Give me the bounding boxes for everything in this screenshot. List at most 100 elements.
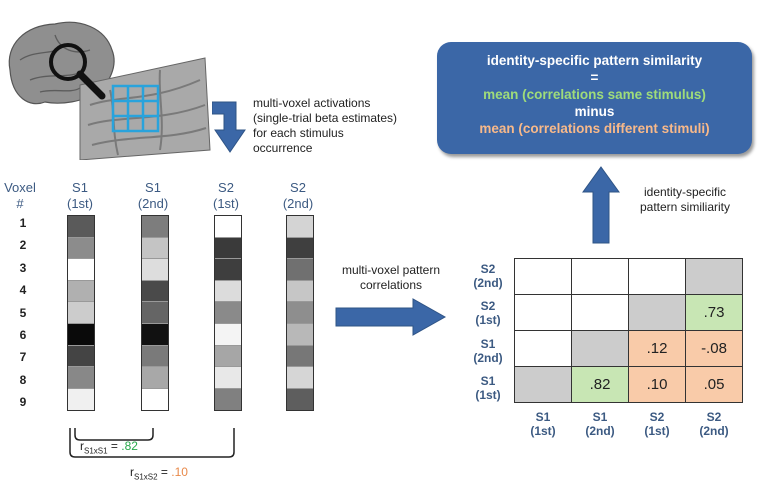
matrix-row-label: S2(2nd)	[473, 262, 503, 290]
voxel-cell	[215, 367, 241, 389]
voxel-cell	[142, 323, 168, 346]
voxel-cell	[68, 259, 94, 281]
voxel-cell	[215, 388, 241, 411]
summary-box: identity-specific pattern similarity = m…	[437, 42, 752, 154]
voxel-cell	[287, 216, 313, 238]
bent-arrow-down	[212, 101, 246, 153]
matrix-col-label: S1(2nd)	[585, 410, 615, 438]
brain-illustration	[8, 21, 211, 160]
matrix-row-label: S1(2nd)	[473, 337, 503, 365]
summary-minus: minus	[574, 104, 615, 119]
matrix-row: .82 .10 .05	[514, 366, 743, 403]
voxel-cell	[142, 259, 168, 281]
voxel-cell	[68, 323, 94, 346]
voxel-cell	[287, 237, 313, 260]
voxel-number: 5	[19, 305, 27, 320]
arrow-up	[582, 166, 620, 244]
voxel-number: 3	[19, 260, 27, 275]
matrix-cell	[514, 258, 572, 295]
voxel-number: 4	[19, 283, 27, 298]
col-header-s2-1st: S2(1st)	[213, 180, 239, 211]
voxel-cell	[287, 388, 313, 411]
magnifier-icon	[49, 43, 87, 81]
matrix-col-label: S1(1st)	[530, 410, 556, 438]
summary-title: identity-specific pattern similarity	[486, 53, 703, 68]
voxel-cell	[215, 323, 241, 346]
matrix-cell: .05	[685, 366, 743, 403]
r-diff-value: .10	[171, 465, 188, 479]
matrix-cell	[571, 330, 629, 367]
summary-different: mean (correlations different stimuli)	[479, 121, 710, 136]
voxel-cell	[68, 345, 94, 368]
matrix-row	[514, 258, 743, 295]
matrix-cell: .82	[571, 366, 629, 403]
activation-column-s1-1st	[67, 215, 95, 412]
voxel-number: 9	[19, 395, 27, 410]
summary-equals: =	[590, 70, 599, 85]
matrix-row: .12 -.08	[514, 330, 743, 367]
r-diff-label: rS1xS2 = .10	[130, 465, 188, 482]
voxel-grid	[111, 84, 160, 133]
matrix-cell	[628, 294, 686, 331]
r-same-value: .82	[121, 439, 138, 453]
voxel-cell	[142, 367, 168, 389]
matrix-cell	[514, 366, 572, 403]
voxel-number: 7	[19, 350, 27, 365]
activation-column-s1-2nd	[141, 215, 169, 412]
voxel-cell	[287, 323, 313, 346]
voxel-cell	[215, 237, 241, 260]
voxel-cell	[68, 388, 94, 411]
matrix-cell	[514, 330, 572, 367]
activation-column-s2-1st	[214, 215, 242, 412]
voxel-number-list: 1 2 3 4 5 6 7 8 9	[8, 216, 38, 418]
matrix-row-label: S2(1st)	[475, 299, 501, 327]
matrix-cell: .10	[628, 366, 686, 403]
voxel-cell	[287, 345, 313, 368]
voxel-cell	[287, 302, 313, 324]
voxel-number: 6	[19, 327, 27, 342]
matrix-cell: .73	[685, 294, 743, 331]
voxel-number: 1	[19, 216, 27, 230]
arrow-right	[335, 298, 447, 336]
r-same-label: rS1xS1 = .82	[80, 439, 138, 456]
matrix-cell	[685, 258, 743, 295]
voxel-cell	[142, 280, 168, 303]
voxel-cell	[142, 237, 168, 260]
col-header-s1-2nd: S1(2nd)	[137, 180, 169, 211]
matrix-row-label: S1(1st)	[475, 374, 501, 402]
voxel-cell	[142, 388, 168, 411]
matrix-row: .73	[514, 294, 743, 331]
correlations-annotation: multi-voxel pattern correlations	[341, 263, 441, 292]
matrix-col-label: S2(1st)	[644, 410, 670, 438]
voxel-cell	[215, 302, 241, 324]
similarity-annotation: identity-specific pattern similiarity	[639, 185, 731, 214]
matrix-cell	[571, 294, 629, 331]
voxel-cell	[142, 345, 168, 368]
col-header-s2-2nd: S2(2nd)	[282, 180, 314, 211]
matrix-cell	[628, 258, 686, 295]
matrix-cell: -.08	[685, 330, 743, 367]
activation-column-s2-2nd	[286, 215, 314, 412]
voxel-cell	[287, 259, 313, 281]
voxel-number: 8	[19, 372, 27, 387]
voxel-cell	[68, 280, 94, 303]
activations-annotation: multi-voxel activations (single-trial be…	[253, 96, 398, 155]
matrix-cell	[571, 258, 629, 295]
voxel-cell	[68, 367, 94, 389]
correlation-matrix: .73 .12 -.08 .82 .10 .05	[514, 258, 743, 403]
voxel-cell	[68, 216, 94, 238]
voxel-cell	[215, 259, 241, 281]
matrix-cell: .12	[628, 330, 686, 367]
col-header-s1-1st: S1(1st)	[67, 180, 93, 211]
summary-same: mean (correlations same stimulus)	[483, 87, 706, 102]
voxel-header: Voxel #	[4, 180, 36, 211]
voxel-cell	[68, 237, 94, 260]
voxel-cell	[215, 280, 241, 303]
voxel-cell	[142, 216, 168, 238]
voxel-cell	[215, 216, 241, 238]
voxel-cell	[68, 302, 94, 324]
matrix-col-label: S2(2nd)	[699, 410, 729, 438]
voxel-cell	[287, 280, 313, 303]
voxel-cell	[142, 302, 168, 324]
voxel-cell	[287, 367, 313, 389]
